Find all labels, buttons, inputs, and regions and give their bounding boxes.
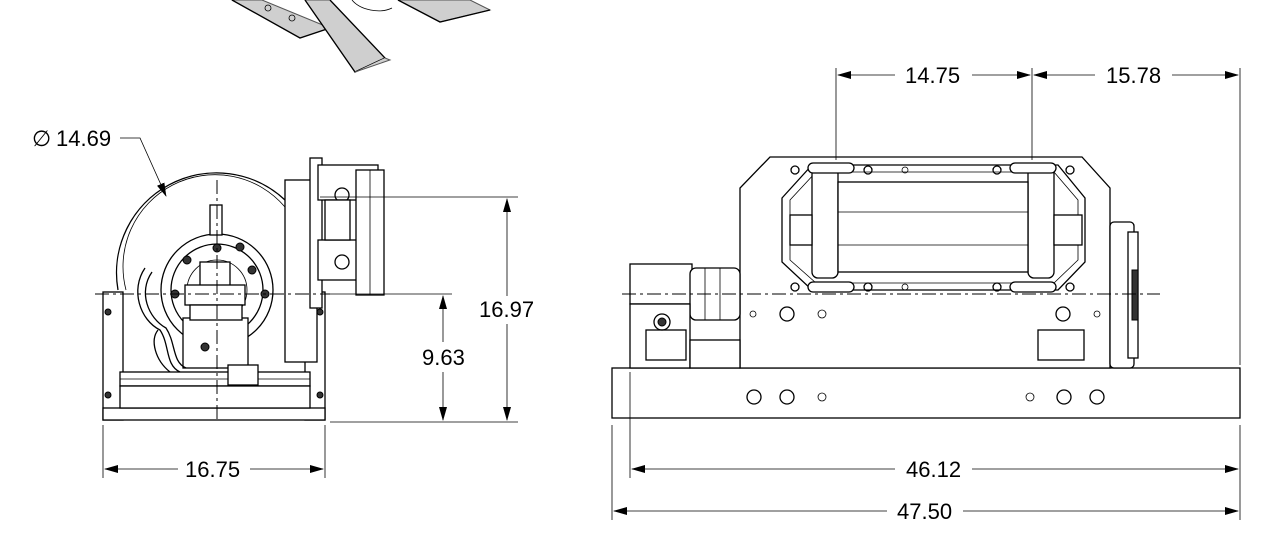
dim-side-width: 16.75: [185, 457, 240, 482]
dim-center-height: 9.63: [422, 345, 465, 370]
diameter-symbol: ∅: [32, 126, 51, 151]
isometric-view-fragment: [230, 0, 492, 73]
dim-inner-length: 46.12: [906, 457, 961, 482]
dim-right-span: 15.78: [1106, 63, 1161, 88]
dim-overall-length: 47.50: [897, 499, 952, 524]
dim-overall-height: 16.97: [479, 297, 534, 322]
dim-left-span: 14.75: [905, 63, 960, 88]
side-view: [95, 157, 385, 421]
front-view: [611, 156, 1241, 419]
side-view-dimensions: [102, 137, 518, 478]
front-view-dimensions: [611, 68, 1241, 520]
dim-diameter: 14.69: [56, 126, 111, 151]
